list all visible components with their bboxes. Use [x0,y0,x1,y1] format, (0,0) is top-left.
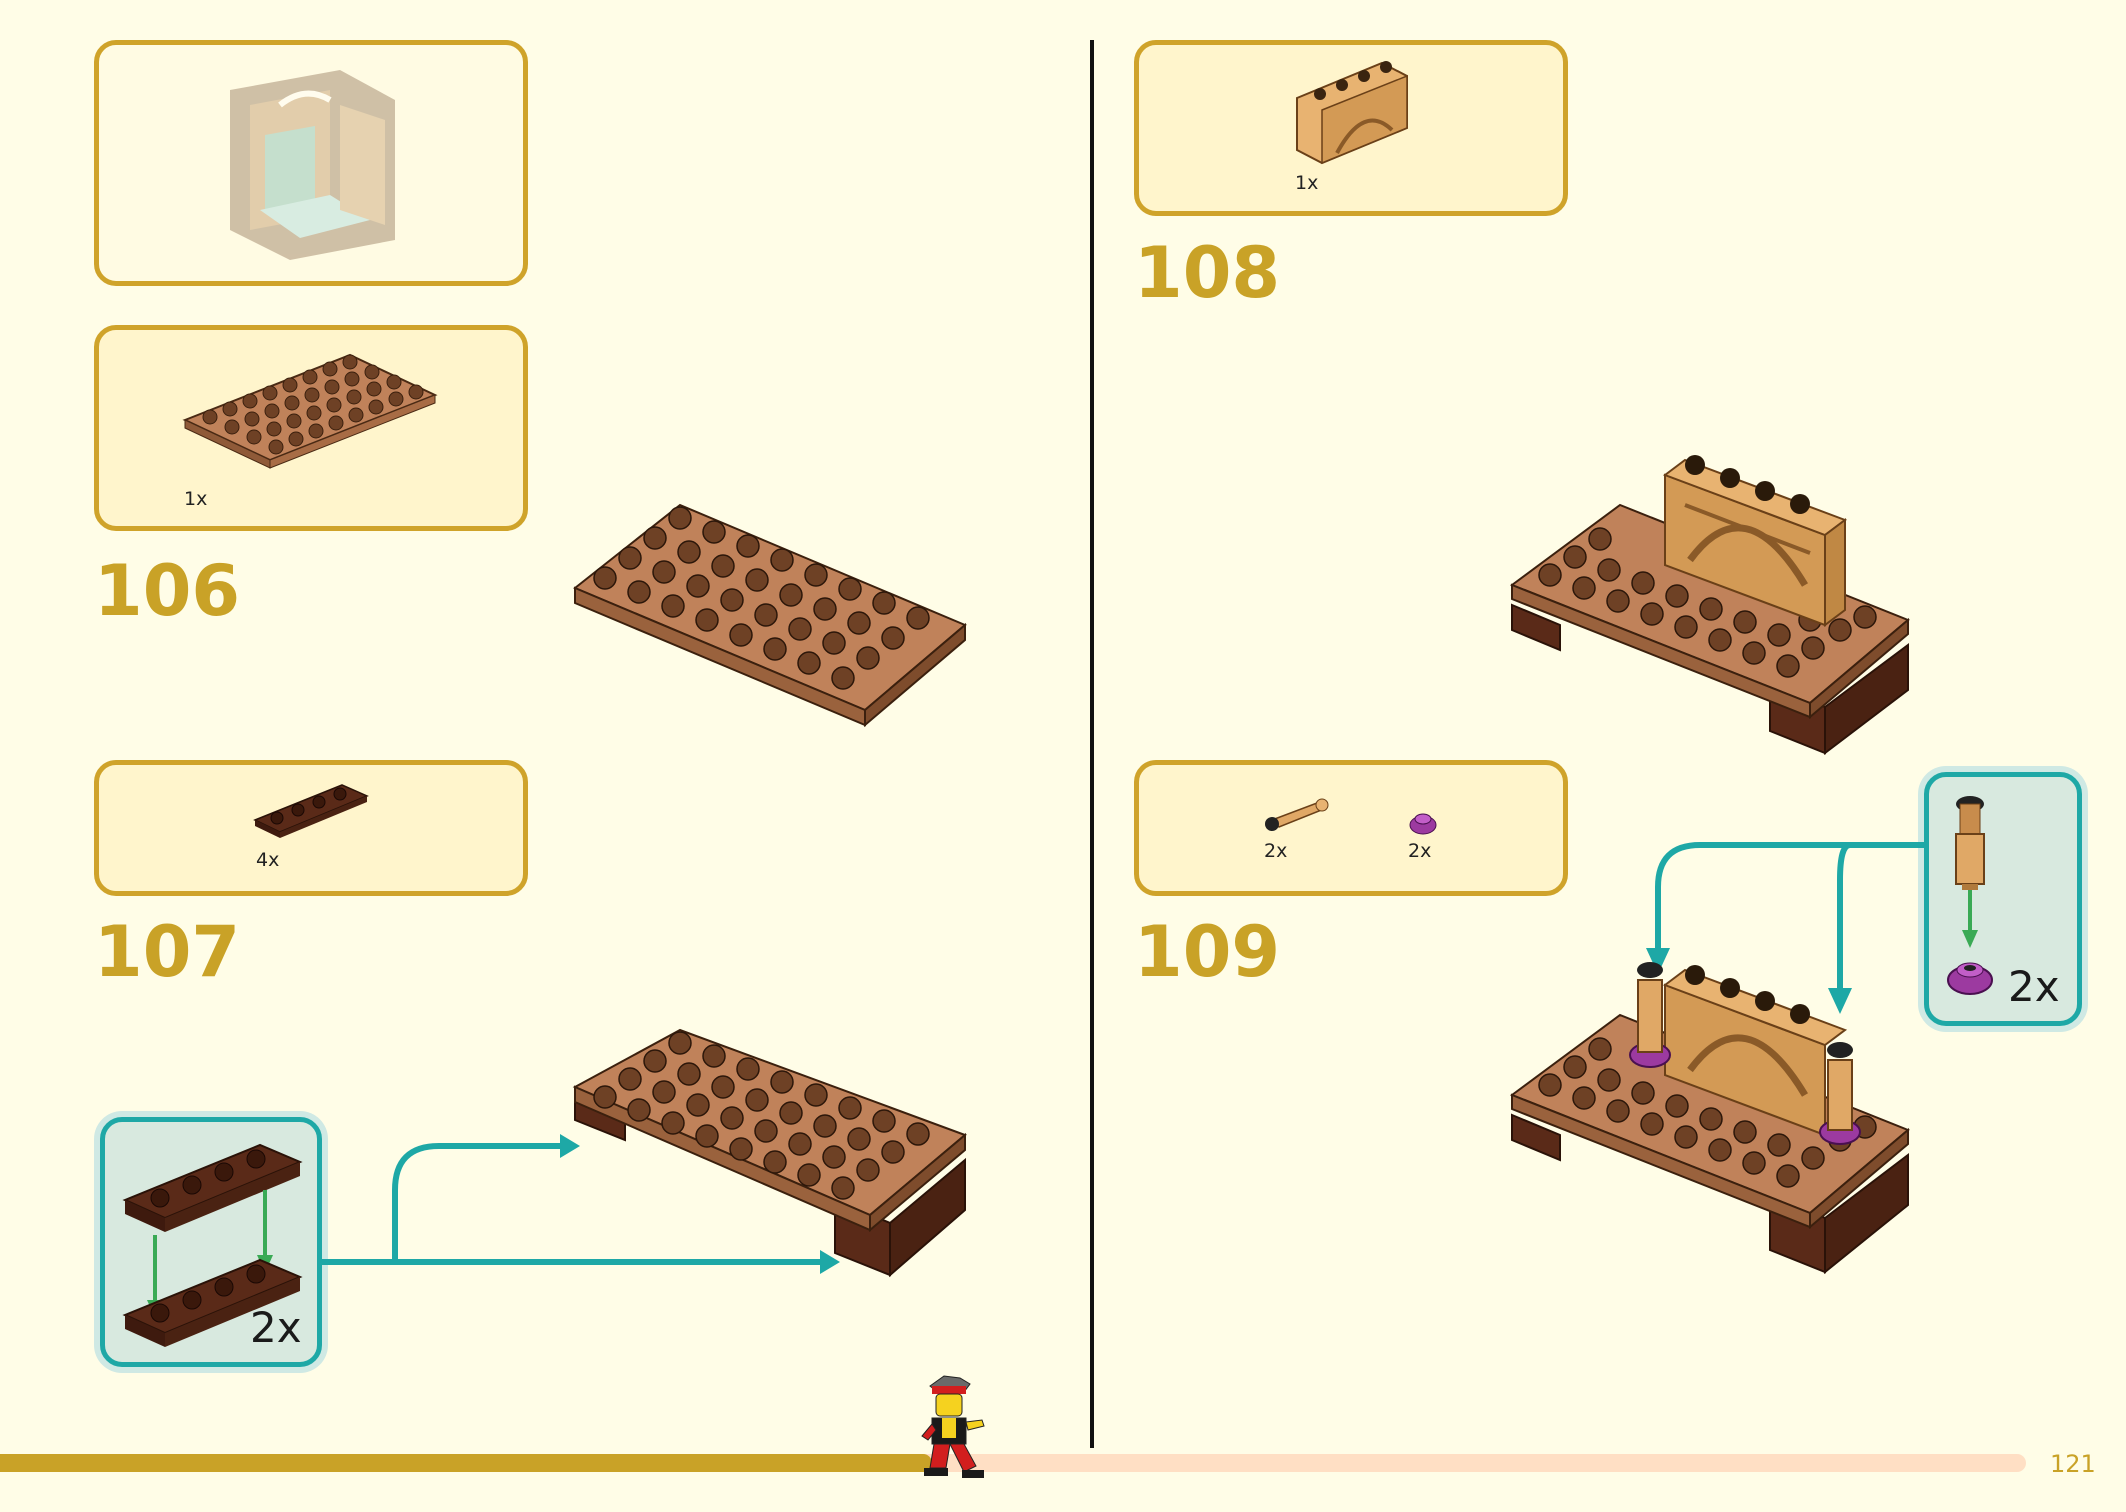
step-106-number: 106 [94,550,241,632]
step-108-model-with-fence [1509,455,1910,756]
step-107-number: 107 [94,911,241,993]
step-109-placement-arrows [1646,842,1925,1014]
step-108-part-qty: 1x [1295,172,1319,194]
cabinet-preview-image [230,70,395,260]
step-108-number: 108 [1134,232,1281,314]
pillar-subassembly-image [1947,796,1993,995]
tan-bar-holder-part [1265,798,1329,831]
page-divider [1090,40,1094,1448]
minifigure-runner-icon [921,1375,985,1478]
brown-plate-4x8-part [182,353,438,469]
step-106-parts-callout [94,325,528,531]
step-109-number: 109 [1134,911,1281,993]
step-107-placement-arrows [320,1134,840,1274]
step-109-model-with-pillars [1509,962,1910,1275]
dark-brown-plate-1x4-part [253,784,369,838]
step-107-model-plate-with-supports [572,1028,967,1278]
step-109-part-b-qty: 2x [1408,840,1432,862]
page-number: 121 [2050,1450,2096,1478]
step-106-part-qty: 1x [184,488,208,510]
step-107-parts-callout [94,760,528,896]
model-overview-callout [94,40,528,286]
step-107-subassembly-qty: 2x [250,1303,302,1352]
progress-fill [0,1454,932,1472]
step-109-part-a-qty: 2x [1264,840,1288,862]
step-107-part-qty: 4x [256,849,280,871]
step-109-parts-callout [1134,760,1568,896]
magenta-round-plate-part [1409,813,1437,835]
step-109-subassembly-qty: 2x [2008,962,2060,1011]
step-106-model-plate [573,503,967,728]
stacked-plates-subassembly-image [122,1143,303,1347]
tan-ornamental-fence-part [1296,61,1408,165]
